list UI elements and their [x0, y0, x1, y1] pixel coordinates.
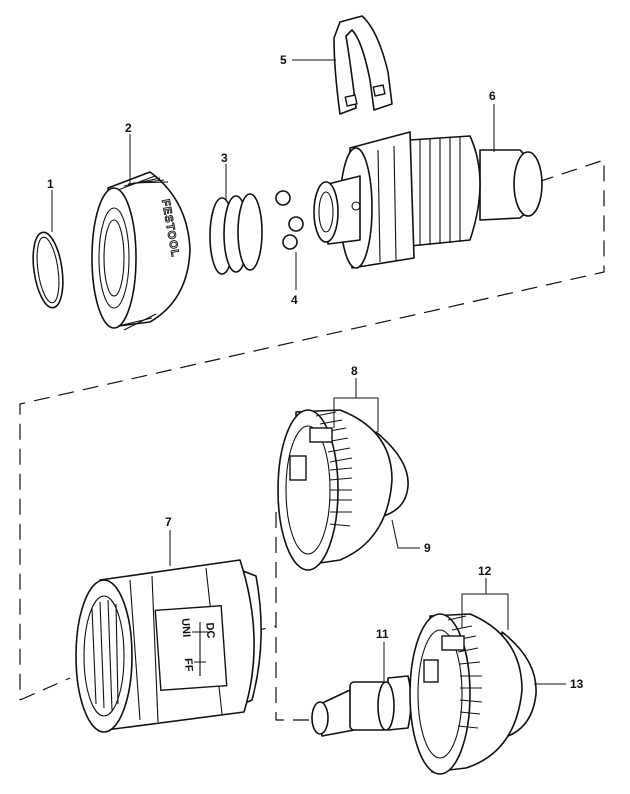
callout-12: 12 [478, 564, 492, 578]
part-5-clip [333, 15, 393, 115]
callout-5: 5 [280, 53, 287, 67]
part-8-chuck-housing [277, 409, 409, 571]
callout-9: 9 [424, 541, 431, 555]
callout-4: 4 [291, 293, 298, 307]
part-6-chuck-body [313, 131, 543, 269]
part-2-brand-ring: FESTOOL [91, 171, 191, 331]
leader-lines [51, 59, 566, 685]
part-4-balls [275, 190, 304, 250]
part-3-spring [209, 193, 263, 275]
callout-3: 3 [221, 151, 228, 165]
callout-1: 1 [47, 177, 54, 191]
part-13-chuck-housing [409, 613, 537, 775]
selector-label-uni: UNI [179, 618, 192, 638]
callout-13: 13 [570, 677, 584, 691]
callout-11: 11 [376, 627, 389, 641]
selector-label-ff: FF [182, 658, 195, 673]
callout-7: 7 [165, 515, 172, 529]
callout-8: 8 [351, 364, 358, 378]
part-11-bit-shaft [311, 675, 412, 737]
part-7-adapter-sleeve: DC UNI FF [75, 559, 262, 733]
selector-label-dc: DC [203, 622, 216, 639]
part-1-o-ring [32, 231, 64, 309]
callout-6: 6 [489, 89, 496, 103]
callout-2: 2 [125, 121, 132, 135]
callouts: 1 2 3 4 5 6 7 8 9 11 12 13 [47, 53, 584, 691]
